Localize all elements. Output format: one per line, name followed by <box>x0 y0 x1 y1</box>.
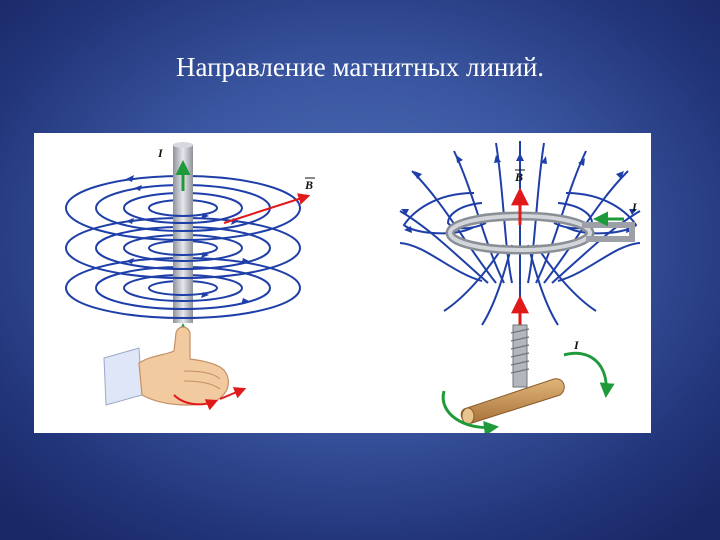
hand-shape <box>138 326 229 406</box>
current-label: I <box>157 146 164 160</box>
figure-panel: I B <box>34 133 651 433</box>
right-hand-rule-hand <box>103 326 247 411</box>
screw-current-label: I <box>573 338 580 352</box>
screw <box>460 324 565 425</box>
field-direction-arrows <box>126 175 249 305</box>
wire-top <box>173 142 193 148</box>
loop-current-label: I <box>631 200 638 214</box>
current-loop-diagram: I B <box>399 141 641 433</box>
screw-handle-wood <box>460 378 565 424</box>
field-vector-arrow <box>223 193 311 224</box>
finger-curl-arrow <box>173 394 219 411</box>
field-label: B <box>304 178 313 192</box>
straight-wire-diagram: I B <box>65 142 315 411</box>
slide-title: Направление магнитных линий. <box>175 52 545 82</box>
finger-tip-arrow <box>219 387 247 400</box>
field-rings-front <box>65 207 301 319</box>
hand-sleeve <box>103 347 143 406</box>
rotation-arrow-left <box>441 390 499 433</box>
loop-field-label: B <box>514 170 523 184</box>
magnetic-lines-figure: I B <box>65 141 641 433</box>
rotation-arrow-right <box>563 351 615 398</box>
